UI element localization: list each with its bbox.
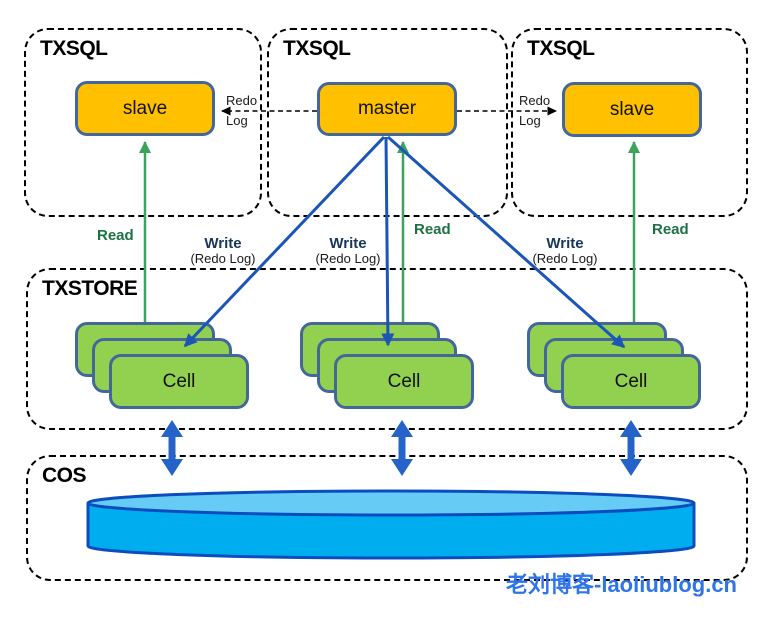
slave-node-left-label: slave bbox=[122, 97, 168, 119]
redo-log-label-right-line2: Log bbox=[519, 113, 541, 128]
redo-log-label-left-line1: Redo bbox=[226, 93, 258, 108]
cos-group: COS bbox=[26, 455, 748, 581]
cell-left-label: Cell bbox=[162, 370, 196, 392]
cell-center-label: Cell bbox=[387, 370, 421, 392]
write-label-right-main: Write bbox=[546, 235, 584, 252]
redo-log-label-right: Redo Log bbox=[519, 91, 550, 131]
cell-right-label: Cell bbox=[614, 370, 648, 392]
txsql-group-left: TXSQL bbox=[24, 28, 262, 217]
slave-node-right-label: slave bbox=[609, 98, 655, 120]
cell-front-center: Cell bbox=[334, 354, 474, 409]
redo-log-label-right-line1: Redo bbox=[519, 93, 551, 108]
write-label-left-main: Write bbox=[204, 235, 242, 252]
master-node: master bbox=[317, 82, 457, 136]
redo-log-label-left: Redo Log bbox=[226, 91, 257, 131]
cell-front-right: Cell bbox=[561, 354, 701, 409]
slave-node-right: slave bbox=[562, 82, 702, 137]
txsql-group-right: TXSQL bbox=[511, 28, 748, 217]
write-label-center: Write (Redo Log) bbox=[303, 236, 393, 266]
redo-log-label-left-line2: Log bbox=[226, 113, 248, 128]
watermark: 老刘博客-laoliublog.cn bbox=[506, 572, 737, 597]
write-label-left: Write (Redo Log) bbox=[178, 236, 268, 266]
read-label-center: Read bbox=[414, 221, 451, 238]
cos-title: COS bbox=[42, 464, 87, 487]
slave-node-left: slave bbox=[75, 81, 215, 136]
write-label-center-sub: (Redo Log) bbox=[315, 251, 381, 266]
txsql-left-title: TXSQL bbox=[40, 37, 108, 60]
write-label-center-main: Write bbox=[329, 235, 367, 252]
read-label-right: Read bbox=[652, 221, 689, 238]
read-label-left: Read bbox=[97, 227, 134, 244]
write-label-right: Write (Redo Log) bbox=[520, 236, 610, 266]
txsql-center-title: TXSQL bbox=[283, 37, 351, 60]
write-label-left-sub: (Redo Log) bbox=[190, 251, 256, 266]
master-node-label: master bbox=[357, 98, 417, 119]
write-label-right-sub: (Redo Log) bbox=[532, 251, 598, 266]
txsql-right-title: TXSQL bbox=[527, 37, 595, 60]
cell-front-left: Cell bbox=[109, 354, 249, 409]
txstore-title: TXSTORE bbox=[42, 277, 138, 300]
